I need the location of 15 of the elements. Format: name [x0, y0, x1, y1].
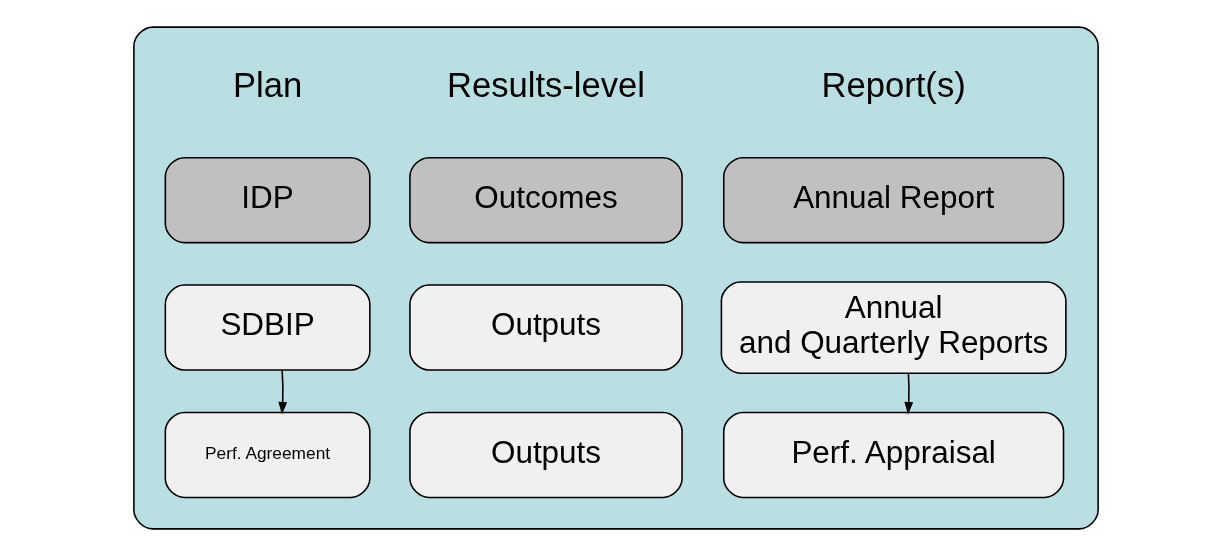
- label: Report(s): [821, 66, 966, 105]
- arrow: [903, 372, 913, 415]
- node-box: IDP: [164, 156, 371, 244]
- label: Plan: [232, 66, 302, 105]
- node-box: SDBIP: [164, 284, 371, 371]
- node-box: Perf. Appraisal: [722, 411, 1064, 499]
- node-box: Annual Report: [722, 156, 1064, 244]
- node-box: Outputs: [408, 284, 683, 371]
- arrow: [277, 369, 287, 415]
- cluster: [132, 26, 1099, 530]
- label: Results-level: [446, 66, 645, 105]
- node-box: Outputs: [408, 411, 683, 499]
- node-box: Perf. Agreement: [164, 411, 371, 499]
- node-box: Outcomes: [408, 156, 683, 244]
- node-box: Annual and Quarterly Reports: [720, 281, 1067, 374]
